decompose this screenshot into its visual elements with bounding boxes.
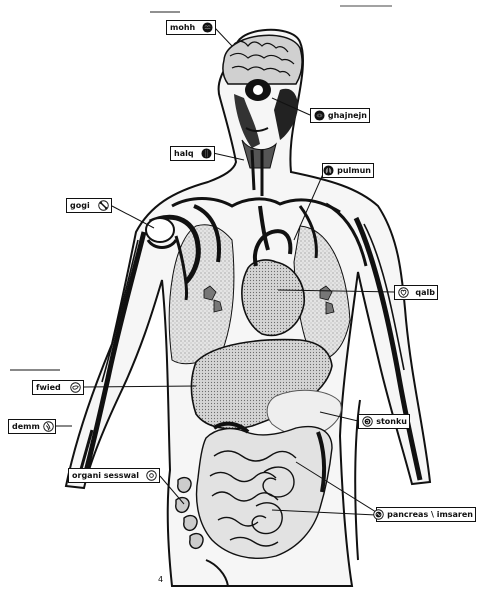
- label-text-ghajnejn: ghajnejn: [328, 109, 367, 122]
- label-text-gogi: gogi: [70, 199, 90, 212]
- label-text-qalb: qalb: [415, 286, 435, 299]
- liver-icon: [70, 382, 81, 393]
- corner-mark: 4: [158, 575, 163, 584]
- label-text-demm: demm: [12, 420, 40, 433]
- brain-region: [223, 35, 302, 84]
- label-text-mohh: mohh: [170, 21, 195, 34]
- label-qalb: qalb: [394, 285, 438, 300]
- brain-icon: [202, 22, 213, 33]
- label-text-pancreas-imsaren: pancreas \ imsaren: [387, 508, 473, 521]
- label-text-organi-sesswal: organi sesswal: [72, 469, 139, 482]
- pancreas-icon: [373, 509, 384, 520]
- label-text-halq: halq: [174, 147, 194, 160]
- reproductive-organ-icon: [146, 470, 157, 481]
- label-text-stonku: stonku: [376, 415, 407, 428]
- label-demm: demm: [8, 419, 56, 434]
- stomach-icon: [362, 416, 373, 427]
- lung-icon: [323, 165, 334, 176]
- blood-icon: [43, 421, 54, 432]
- bone-icon: [98, 200, 109, 211]
- label-ghajnejn: ghajnejn: [310, 108, 370, 123]
- label-stonku: stonku: [358, 414, 410, 429]
- label-organi-sesswal: organi sesswal: [68, 468, 160, 483]
- label-text-fwied: fwied: [36, 381, 61, 394]
- throat-icon: [201, 148, 212, 159]
- label-halq: halq: [170, 146, 215, 161]
- label-pulmun: pulmun: [322, 163, 374, 178]
- label-gogi: gogi: [66, 198, 112, 213]
- eye-icon: [314, 110, 325, 121]
- label-fwied: fwied: [32, 380, 84, 395]
- label-mohh: mohh: [166, 20, 216, 35]
- heart-icon: [398, 287, 409, 298]
- label-text-pulmun: pulmun: [337, 164, 371, 177]
- label-pancreas-imsaren: pancreas \ imsaren: [376, 507, 476, 522]
